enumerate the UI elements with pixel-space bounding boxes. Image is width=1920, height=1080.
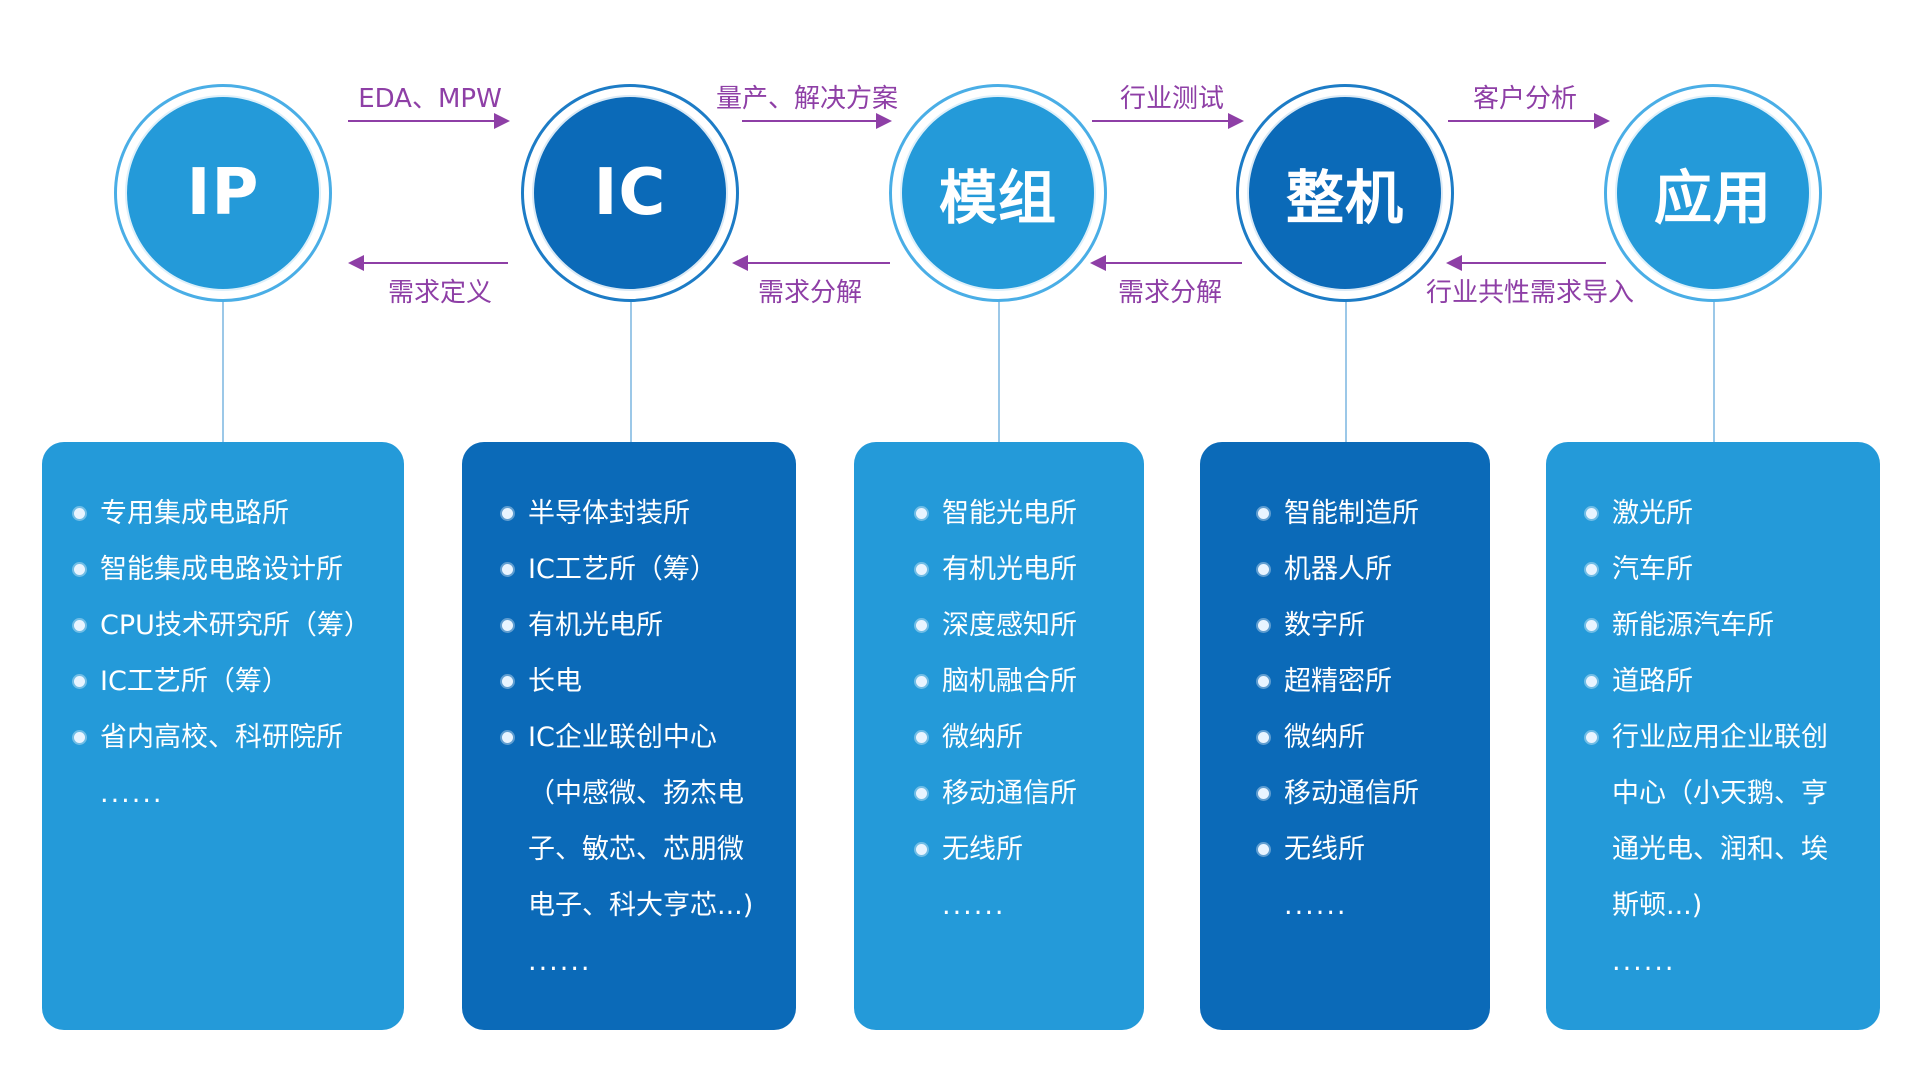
list-item-continuation: 子、敏芯、芯朋微	[528, 834, 744, 865]
list-item: 省内高校、科研院所	[74, 710, 404, 766]
list-item: 道路所	[1586, 654, 1880, 710]
connector-machine	[1345, 300, 1347, 442]
list-item: IC工艺所（筹）	[502, 542, 796, 598]
list-item: 有机光电所	[916, 542, 1144, 598]
card-module: 智能光电所 有机光电所 深度感知所 脑机融合所 微纳所 移动通信所 无线所 ..…	[854, 442, 1144, 1030]
list-item: 机器人所	[1258, 542, 1490, 598]
forward-label-1: EDA、MPW	[358, 84, 502, 114]
forward-arrow-4	[1448, 113, 1610, 129]
forward-label-2: 量产、解决方案	[715, 84, 898, 114]
backward-label-2: 需求分解	[757, 278, 862, 308]
list-item: CPU技术研究所（筹）	[74, 598, 404, 654]
list-item: 新能源汽车所	[1586, 598, 1880, 654]
backward-arrow-2	[732, 255, 890, 271]
list-item: 专用集成电路所	[74, 486, 404, 542]
backward-arrow-1	[348, 255, 508, 271]
list-item: 深度感知所	[916, 598, 1144, 654]
node-application-label: 应用	[1615, 95, 1811, 291]
list-more: ......	[1284, 890, 1348, 921]
node-application: 应用	[1604, 84, 1822, 302]
backward-label-4: 行业共性需求导入	[1425, 278, 1634, 308]
forward-arrow-1	[348, 113, 510, 129]
card-ip: 专用集成电路所 智能集成电路设计所 CPU技术研究所（筹） IC工艺所（筹） 省…	[42, 442, 404, 1030]
connector-ip	[222, 300, 224, 442]
node-ic: IC	[521, 84, 739, 302]
list-item: 脑机融合所	[916, 654, 1144, 710]
list-item: 无线所	[916, 822, 1144, 878]
list-item: 智能集成电路设计所	[74, 542, 404, 598]
list-item: 行业应用企业联创	[1586, 710, 1880, 766]
forward-label-3: 行业测试	[1119, 84, 1224, 114]
list-item: 移动通信所	[916, 766, 1144, 822]
connector-ic	[630, 300, 632, 442]
connector-application	[1713, 300, 1715, 442]
list-item-continuation: 中心（小天鹅、亨	[1612, 778, 1828, 809]
forward-arrow-2	[742, 113, 892, 129]
list-item: 无线所	[1258, 822, 1490, 878]
node-ip-label: IP	[125, 95, 321, 291]
node-module-label: 模组	[900, 95, 1096, 291]
list-item-continuation: 电子、科大亨芯...)	[528, 890, 754, 921]
list-item: IC工艺所（筹）	[74, 654, 404, 710]
card-application: 激光所 汽车所 新能源汽车所 道路所 行业应用企业联创 中心（小天鹅、亨 通光电…	[1546, 442, 1880, 1030]
list-item: 有机光电所	[502, 598, 796, 654]
connector-module	[998, 300, 1000, 442]
list-item-continuation: 斯顿...)	[1612, 890, 1703, 921]
backward-label-1: 需求定义	[387, 278, 492, 308]
forward-arrow-3	[1092, 113, 1244, 129]
node-machine-label: 整机	[1247, 95, 1443, 291]
backward-arrow-3	[1090, 255, 1242, 271]
list-more: ......	[942, 890, 1006, 921]
list-item: 智能光电所	[916, 486, 1144, 542]
list-item-continuation: 通光电、润和、埃	[1612, 834, 1828, 865]
list-item: 数字所	[1258, 598, 1490, 654]
node-machine: 整机	[1236, 84, 1454, 302]
list-more: ......	[1612, 946, 1676, 977]
backward-label-3: 需求分解	[1117, 278, 1222, 308]
node-ip: IP	[114, 84, 332, 302]
forward-label-4: 客户分析	[1472, 84, 1577, 114]
node-module: 模组	[889, 84, 1107, 302]
list-item: 长电	[502, 654, 796, 710]
list-more: ......	[528, 946, 592, 977]
backward-arrow-4	[1446, 255, 1606, 271]
list-item: 激光所	[1586, 486, 1880, 542]
node-ic-label: IC	[532, 95, 728, 291]
list-item-continuation: （中感微、扬杰电	[528, 778, 744, 809]
list-item: IC企业联创中心	[502, 710, 796, 766]
list-item: 微纳所	[1258, 710, 1490, 766]
list-item: 微纳所	[916, 710, 1144, 766]
card-machine: 智能制造所 机器人所 数字所 超精密所 微纳所 移动通信所 无线所 ......	[1200, 442, 1490, 1030]
card-ic: 半导体封装所 IC工艺所（筹） 有机光电所 长电 IC企业联创中心 （中感微、扬…	[462, 442, 796, 1030]
list-item: 半导体封装所	[502, 486, 796, 542]
list-item: 汽车所	[1586, 542, 1880, 598]
list-item: 移动通信所	[1258, 766, 1490, 822]
list-more: ......	[100, 778, 164, 809]
list-item: 智能制造所	[1258, 486, 1490, 542]
list-item: 超精密所	[1258, 654, 1490, 710]
